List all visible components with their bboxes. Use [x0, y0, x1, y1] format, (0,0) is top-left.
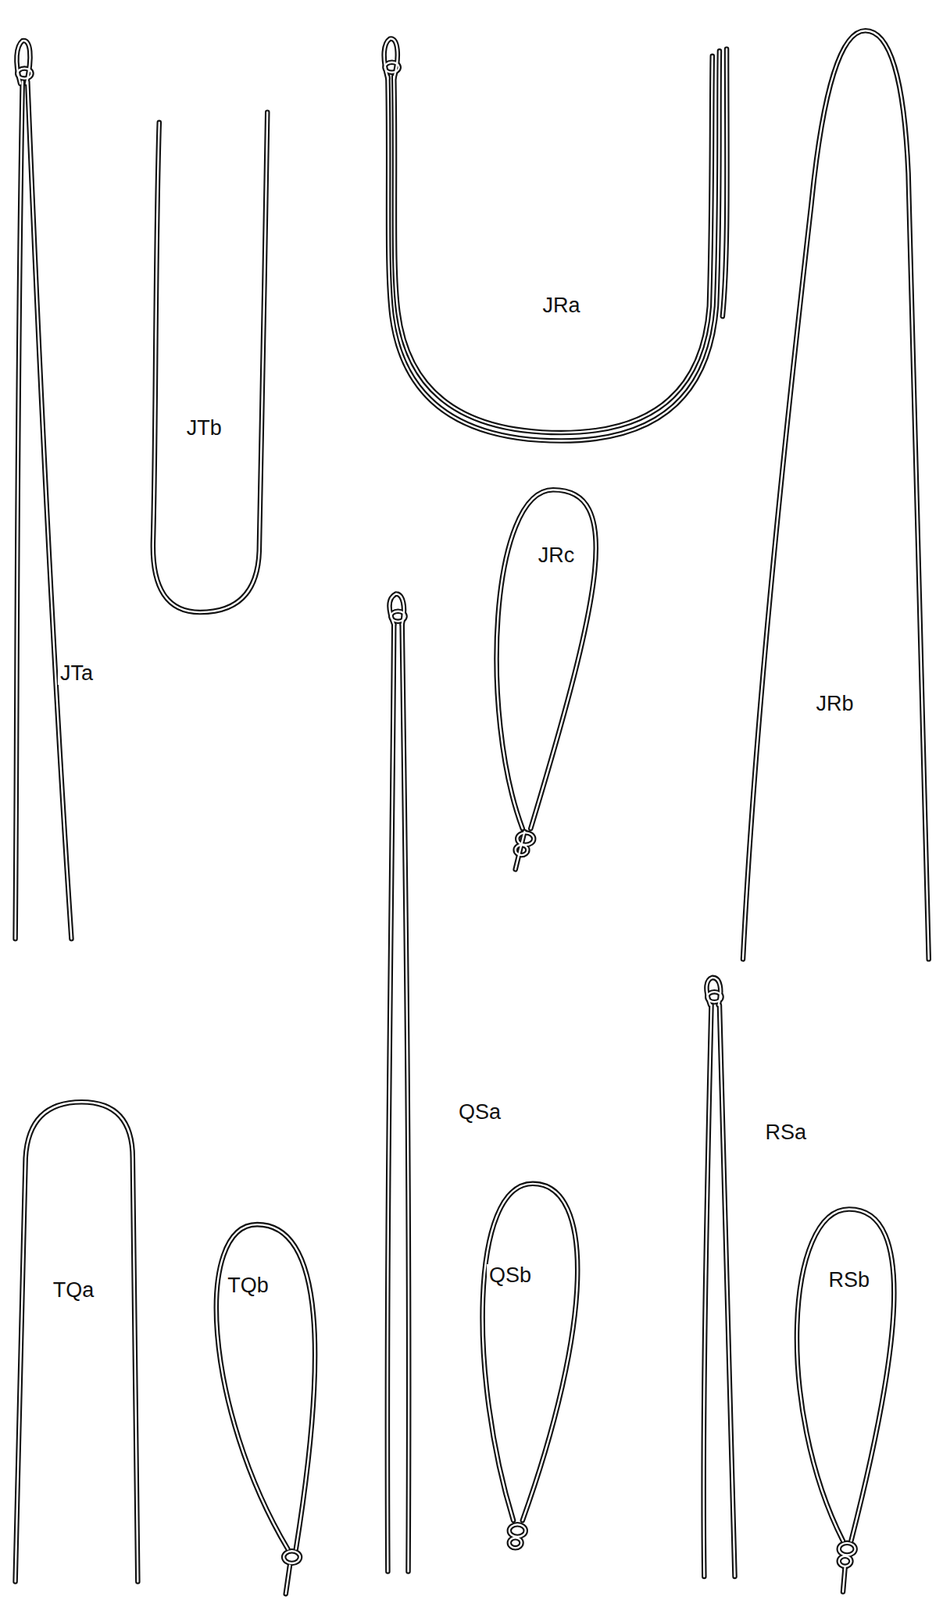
part-label: JTb [184, 417, 225, 441]
part-label: QSb [486, 1264, 534, 1289]
part-label: JRa [539, 294, 583, 318]
part-label: TQb [225, 1275, 272, 1299]
part-label: JRc [535, 544, 578, 568]
part-label: JRb [814, 692, 857, 717]
part-label: RSa [763, 1121, 810, 1146]
part-label: RSb [826, 1269, 873, 1294]
part-label: JTa [57, 662, 96, 686]
part-label: TQa [50, 1279, 97, 1304]
part-label: QSa [456, 1101, 504, 1126]
